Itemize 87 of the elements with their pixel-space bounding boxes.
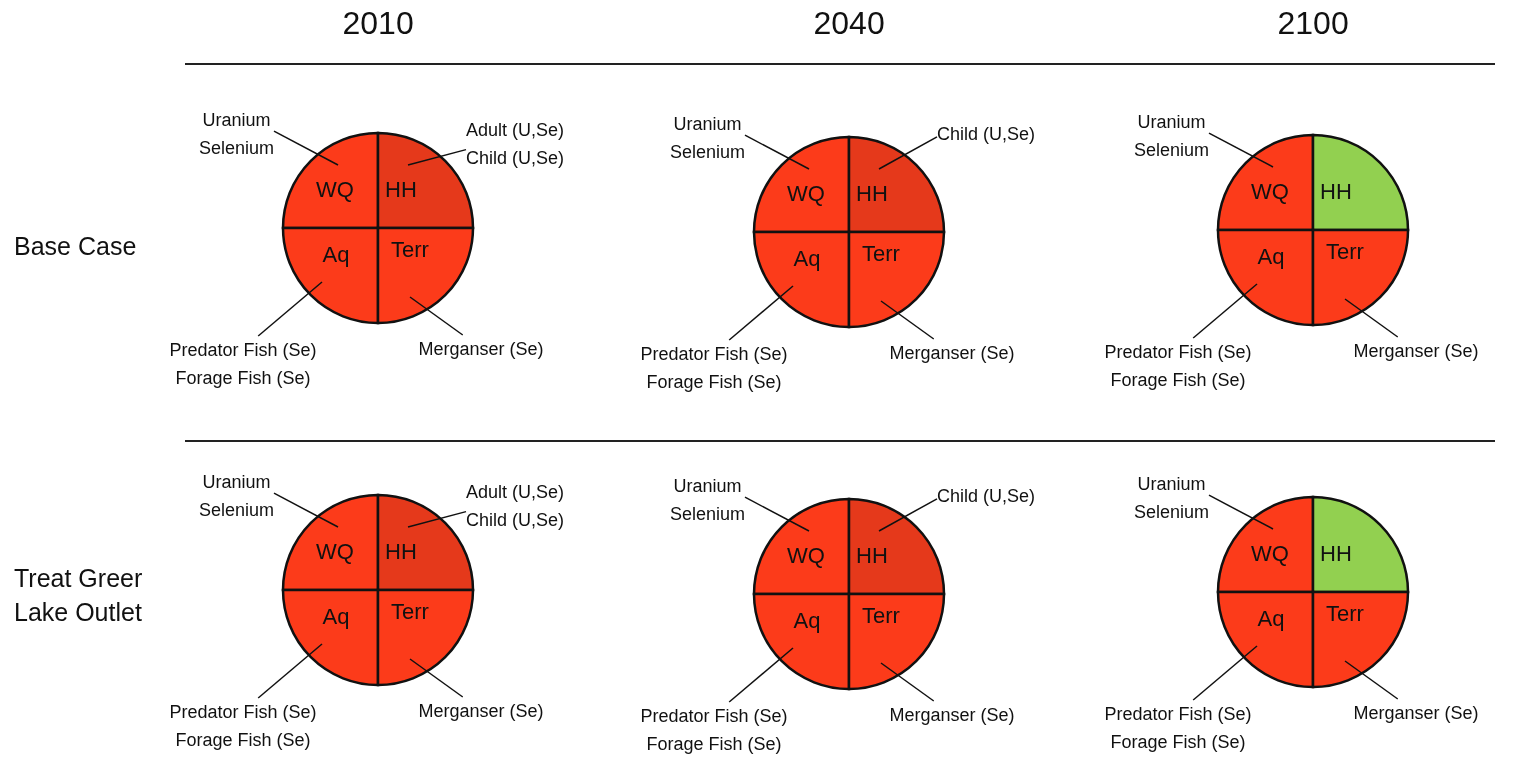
callout-label: Adult (U,Se) <box>466 119 565 142</box>
quadrant-label: Aq <box>1257 606 1285 632</box>
quadrant-label: WQ <box>316 177 354 203</box>
callout-label: Selenium <box>199 137 275 160</box>
quadrant-label: Aq <box>793 246 821 272</box>
year-heading: 2040 <box>813 4 885 43</box>
quadrant-label: WQ <box>787 543 825 569</box>
leader-line <box>728 285 794 341</box>
callout-label: Child (U,Se) <box>466 147 565 170</box>
callout-label: Uranium <box>672 475 743 498</box>
leader-line <box>1208 132 1274 168</box>
quadrant-label: HH <box>1320 541 1352 567</box>
row-label: Base Case <box>14 231 138 262</box>
callout-label: Selenium <box>670 141 746 164</box>
callout-label: Child (U,Se) <box>937 123 1036 146</box>
quadrant-label: Terr <box>391 237 429 263</box>
quadrant-label: HH <box>856 543 888 569</box>
callout-label: Merganser (Se) <box>889 342 1015 365</box>
leader-line <box>409 296 464 336</box>
leader-line <box>880 300 935 340</box>
quadrant-label: HH <box>385 539 417 565</box>
callout-label: Predator Fish (Se) <box>1104 341 1252 364</box>
quadrant-label: Aq <box>322 242 350 268</box>
callout-label: Predator Fish (Se) <box>1104 703 1252 726</box>
leader-line <box>409 658 464 698</box>
leader-line <box>880 662 935 702</box>
callout-label: Predator Fish (Se) <box>169 701 317 724</box>
leader-line <box>878 136 938 170</box>
callout-label: Selenium <box>199 499 275 522</box>
callout-label: Forage Fish (Se) <box>645 371 783 394</box>
callout-label: Uranium <box>1136 111 1207 134</box>
quadrant-label: WQ <box>316 539 354 565</box>
year-heading: 2100 <box>1277 4 1349 43</box>
callout-label: Selenium <box>1134 501 1210 524</box>
callout-label: Merganser (Se) <box>1353 340 1479 363</box>
year-heading: 2010 <box>342 4 414 43</box>
quadrant-label: HH <box>856 181 888 207</box>
quadrant-label: WQ <box>1251 541 1289 567</box>
leader-line <box>1344 660 1399 700</box>
callout-label: Forage Fish (Se) <box>1109 369 1247 392</box>
callout-label: Merganser (Se) <box>1353 702 1479 725</box>
callout-label: Uranium <box>672 113 743 136</box>
quadrant-label: Terr <box>1326 239 1364 265</box>
callout-label: Predator Fish (Se) <box>640 343 788 366</box>
callout-label: Merganser (Se) <box>889 704 1015 727</box>
callout-label: Forage Fish (Se) <box>174 729 312 752</box>
quadrant-label: WQ <box>1251 179 1289 205</box>
callout-label: Uranium <box>201 109 272 132</box>
leader-line <box>273 130 339 166</box>
callout-label: Child (U,Se) <box>466 509 565 532</box>
leader-line <box>407 148 467 166</box>
quadrant-label: Aq <box>1257 244 1285 270</box>
leader-line <box>1192 645 1258 701</box>
callout-label: Merganser (Se) <box>418 700 544 723</box>
quadrant-label: WQ <box>787 181 825 207</box>
leader-line <box>407 510 467 528</box>
callout-label: Predator Fish (Se) <box>169 339 317 362</box>
callout-label: Adult (U,Se) <box>466 481 565 504</box>
quadrant-label: Aq <box>793 608 821 634</box>
row-label: Treat Greer Lake Outlet <box>14 563 144 628</box>
callout-label: Selenium <box>670 503 746 526</box>
quadrant-label: Terr <box>1326 601 1364 627</box>
quadrant-label: Terr <box>391 599 429 625</box>
leader-line <box>257 281 323 337</box>
callout-label: Predator Fish (Se) <box>640 705 788 728</box>
quadrant-label: Terr <box>862 603 900 629</box>
callout-label: Forage Fish (Se) <box>1109 731 1247 754</box>
leader-line <box>744 496 810 532</box>
leader-line <box>1344 298 1399 338</box>
leader-line <box>1208 494 1274 530</box>
quadrant-label: HH <box>385 177 417 203</box>
quadrant-label: Aq <box>322 604 350 630</box>
leader-line <box>878 498 938 532</box>
callout-label: Uranium <box>1136 473 1207 496</box>
callout-label: Selenium <box>1134 139 1210 162</box>
callout-label: Merganser (Se) <box>418 338 544 361</box>
leader-line <box>257 643 323 699</box>
callout-label: Forage Fish (Se) <box>645 733 783 756</box>
quadrant-label: HH <box>1320 179 1352 205</box>
leader-line <box>1192 283 1258 339</box>
callout-label: Child (U,Se) <box>937 485 1036 508</box>
quadrant-label: Terr <box>862 241 900 267</box>
callout-label: Uranium <box>201 471 272 494</box>
leader-line <box>728 647 794 703</box>
callout-label: Forage Fish (Se) <box>174 367 312 390</box>
leader-line <box>273 492 339 528</box>
leader-line <box>744 134 810 170</box>
